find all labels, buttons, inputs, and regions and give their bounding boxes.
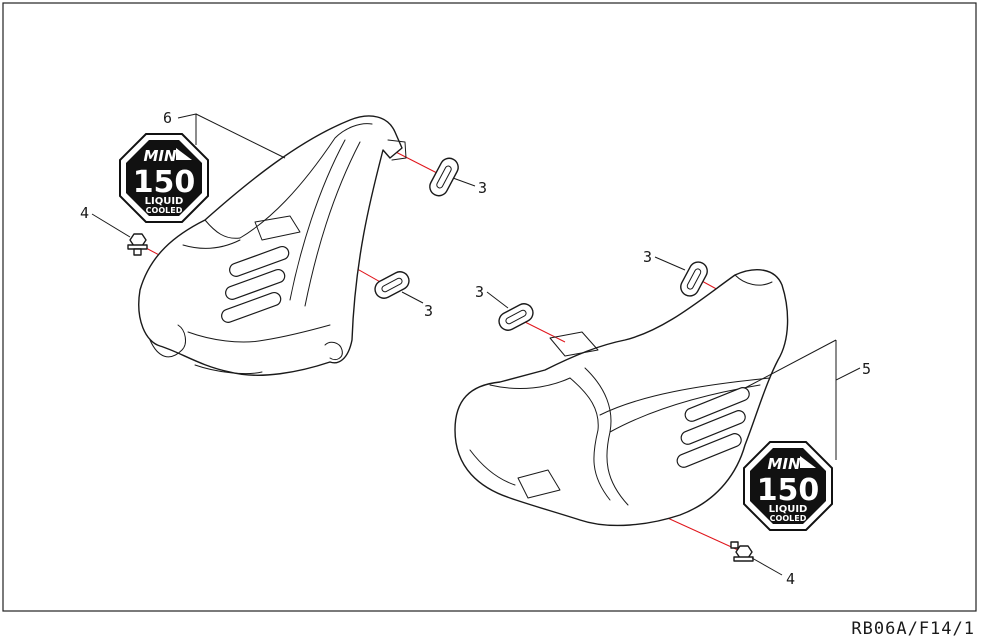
drawing-code: RB06A/F14/1 [851, 619, 975, 639]
right-side-cover [454, 269, 789, 527]
grommet-right-top [680, 261, 708, 297]
emblem-right-line2: 150 [757, 473, 820, 508]
left-side-cover [138, 115, 407, 376]
callout-right-bolt: 4 [786, 570, 795, 588]
grommet-left-bottom [374, 271, 410, 299]
callout-right-grommet-left: 3 [475, 283, 484, 301]
grommet-right-left [498, 303, 534, 331]
drawing-frame [2, 2, 977, 612]
grommet-left-top [429, 157, 459, 197]
leader-lines [91, 113, 861, 576]
bolt-left [127, 233, 148, 256]
callout-right-cover: 5 [862, 360, 871, 378]
bolt-right [730, 541, 754, 562]
callout-left-grommet-bottom: 3 [424, 302, 433, 320]
emblem-right-line1: MIN [767, 455, 801, 473]
emblem-left-line3: LIQUID [145, 196, 184, 207]
emblem-left-line1: MIN [143, 147, 177, 165]
callout-right-grommet-top: 3 [643, 248, 652, 266]
callout-left-cover: 6 [163, 109, 172, 127]
emblem-left-line2: 150 [133, 165, 196, 200]
callout-left-grommet-top: 3 [478, 179, 487, 197]
emblem-right-line4: COOLED [770, 514, 807, 523]
emblem-right: MIN 150 LIQUID COOLED [743, 441, 833, 531]
callout-left-bolt: 4 [80, 204, 89, 222]
emblem-left: MIN 150 LIQUID COOLED [119, 133, 209, 223]
emblem-left-line4: COOLED [146, 206, 183, 215]
emblem-right-line3: LIQUID [769, 504, 808, 515]
